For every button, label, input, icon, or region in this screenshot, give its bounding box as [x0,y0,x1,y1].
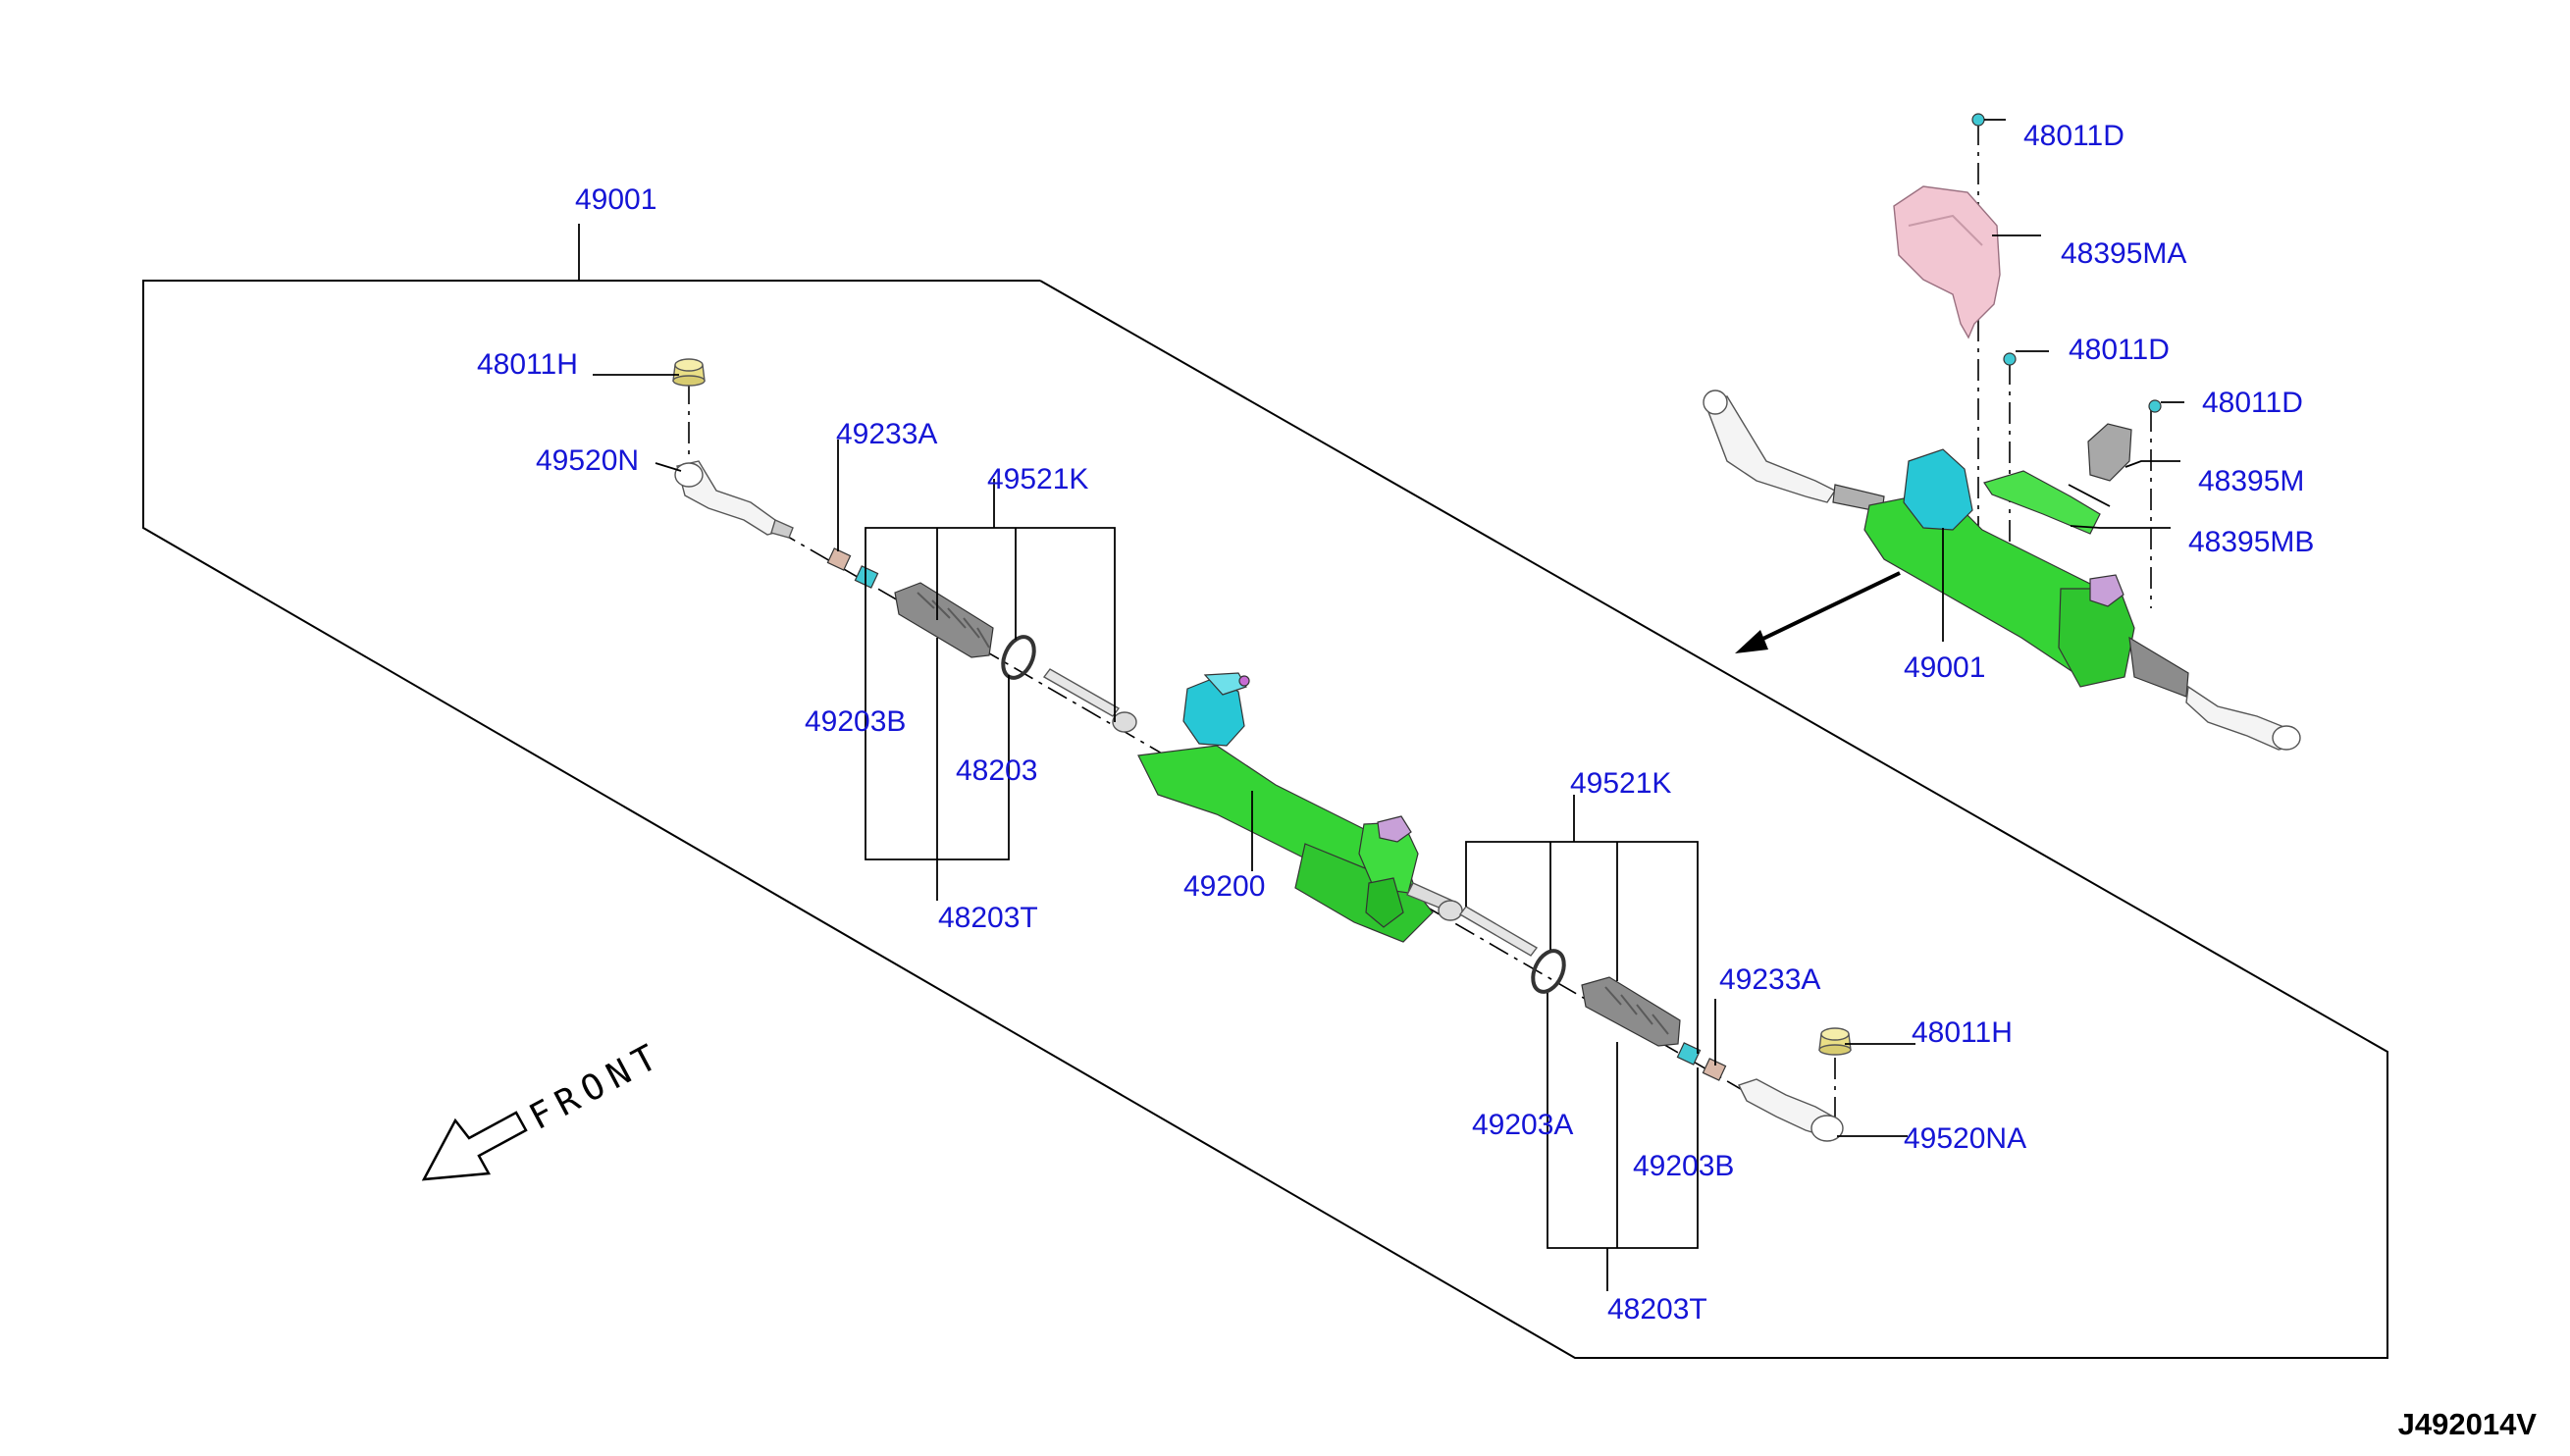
assembly-frame-outline [142,280,2388,1359]
bolt-48011D-mid [2003,352,2017,366]
lock-nut-49233A-right [1702,1058,1727,1081]
diagram-code: J492014V [2398,1407,2538,1441]
label-48203-left: 48203 [956,754,1037,787]
label-48011D-top: 48011D [2023,120,2124,152]
leader-48395M [2124,460,2180,468]
boot-clamp-49203B-left [854,565,879,589]
front-arrow-icon [421,1111,528,1181]
label-48011H-right: 48011H [1912,1016,2013,1049]
label-48203T-right: 48203T [1607,1293,1707,1326]
label-49001-main: 49001 [575,183,656,216]
tie-rod-end-49520N [674,460,794,539]
label-48203T-left: 48203T [938,902,1038,934]
label-49233A-right: 49233A [1719,963,1820,996]
pad-48395MB [1983,470,2101,535]
boot-right [1581,976,1681,1047]
bracket-49521K-left [865,527,1116,722]
bolt-48011D-top [1971,113,1985,127]
leader-48395MB [2070,525,2171,529]
label-49233A-left: 49233A [836,418,937,450]
inset-pointer-arrow-shaft [1744,571,1901,650]
leader-49520N [655,462,682,472]
boot-band-48203-left [1001,635,1036,680]
inner-tie-rod-left [1042,668,1137,733]
label-49200: 49200 [1183,870,1265,903]
label-49203B-left: 49203B [805,705,906,738]
inset-pointer-arrow-head [1735,630,1768,653]
bolt-48011D-right [2148,399,2162,413]
label-48395M: 48395M [2198,465,2304,497]
bracket-48395M [2087,423,2132,482]
label-48395MA: 48395MA [2061,237,2186,270]
front-label: FRONT [523,1034,670,1138]
label-48011D-mid: 48011D [2069,334,2170,366]
label-49520N: 49520N [536,444,639,477]
label-48395MB: 48395MB [2188,526,2314,558]
label-49521K-left: 49521K [987,463,1088,495]
boot-left [894,582,994,658]
lock-nut-49233A-left [826,547,852,571]
label-48011H-left: 48011H [477,348,578,381]
nut-48011H-left [672,358,706,387]
boot-clamp-49203B-right [1676,1042,1702,1066]
label-49520NA: 49520NA [1904,1122,2026,1155]
bracket-49521K-right [1465,841,1699,1054]
boot-band-49203A [1531,949,1566,994]
label-49203B-right: 49203B [1633,1150,1734,1182]
inner-tie-rod-right [1438,900,1539,957]
label-49203A: 49203A [1472,1109,1573,1141]
heat-insulator-48395MA [1893,185,2001,339]
leader-inset-a [2068,484,2111,507]
label-49001-inset: 49001 [1904,651,1985,684]
nut-48011H-right [1818,1027,1852,1056]
tie-rod-end-49520NA [1738,1078,1844,1142]
steering-gear-49200 [1137,672,1454,943]
label-49521K-right: 49521K [1570,767,1671,800]
bracket-48203T-right [1547,993,1699,1249]
label-48011D-right: 48011D [2202,387,2303,419]
inset-gear-assembly-49001 [1703,390,2301,751]
